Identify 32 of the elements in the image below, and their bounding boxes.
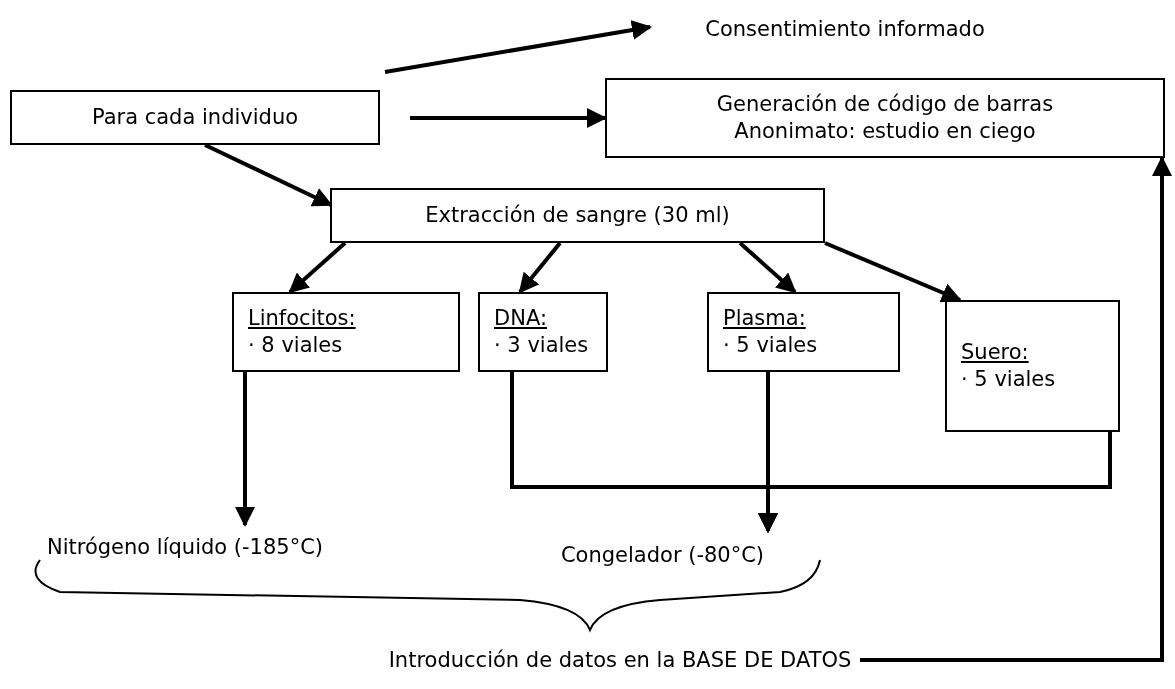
- arrow: [410, 108, 607, 128]
- process-box: [10, 90, 380, 145]
- box-text: · 8 viales: [248, 332, 343, 359]
- step-box: [478, 292, 608, 372]
- step-label: Nitrógeno líquido (-185°C): [46, 533, 324, 561]
- arrow: [235, 372, 255, 527]
- step-label: Congelador (-80°C): [560, 541, 765, 569]
- box-text: · 3 viales: [494, 332, 589, 359]
- box-text: Anonimato: estudio en ciego: [734, 118, 1036, 145]
- step-label: Introducción de datos en la BASE DE DATOS: [388, 646, 852, 674]
- box-text: Extracción de sangre (30 ml): [425, 201, 730, 229]
- box-heading: Plasma:: [723, 304, 806, 332]
- box-text: · 5 viales: [723, 332, 818, 359]
- box-text: · 5 viales: [961, 366, 1056, 393]
- step-box: [945, 300, 1120, 432]
- arrow: [824, 241, 962, 303]
- box-text: Para cada individuo: [91, 103, 299, 131]
- arrow: [758, 432, 1112, 533]
- process-box: [330, 188, 825, 243]
- box-text: Generación de código de barras: [716, 90, 1054, 118]
- box-heading: DNA:: [494, 304, 547, 332]
- arrow: [860, 156, 1172, 662]
- arrow: [518, 241, 562, 294]
- step-box: [605, 78, 1165, 158]
- step-box: [232, 292, 460, 372]
- arrow: [384, 20, 652, 74]
- box-heading: Linfocitos:: [248, 304, 356, 332]
- arrow: [288, 241, 347, 294]
- step-label: Consentimiento informado: [705, 16, 985, 44]
- arrow: [738, 241, 797, 294]
- step-box: [707, 292, 900, 372]
- box-heading: Suero:: [961, 338, 1029, 366]
